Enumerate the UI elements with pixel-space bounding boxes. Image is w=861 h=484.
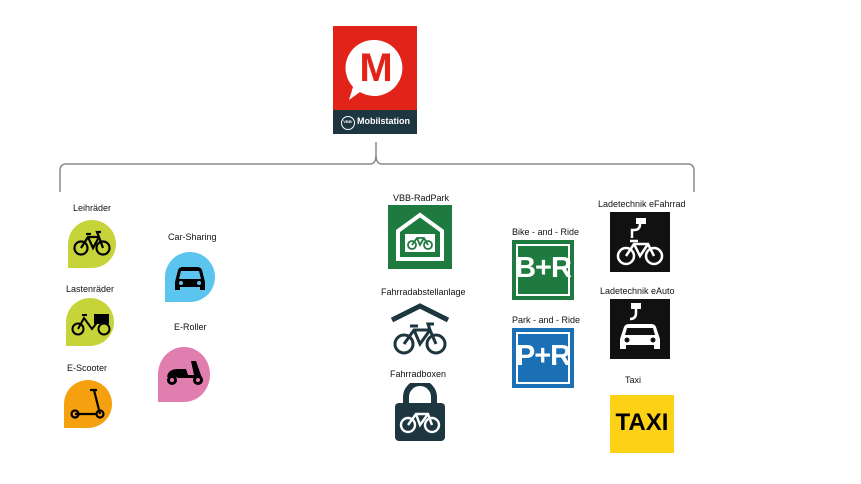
bike-ride-sign-frame <box>516 244 570 296</box>
cargo-bike-icon <box>71 314 111 336</box>
taxi-sign-text: TAXI <box>615 409 669 436</box>
vbb-mark <box>341 116 355 130</box>
park-ride-label: Park - and - Ride <box>512 315 581 325</box>
escooter-badge <box>64 380 112 428</box>
bike-garage-icon <box>388 205 452 269</box>
taxi-label: Taxi <box>625 375 642 385</box>
leihraeder-label: Leihräder <box>73 203 112 213</box>
efahrrad-label: Ladetechnik eFahrrad <box>598 199 686 209</box>
ecar-charging-icon <box>610 299 670 359</box>
bicycle-icon <box>73 230 111 256</box>
moped-icon <box>167 361 203 385</box>
eroller-badge <box>158 347 210 402</box>
bike-ride-sign: B+R <box>512 240 574 300</box>
escooter-label: E-Scooter <box>67 363 108 373</box>
park-ride-sign-text: P+R <box>515 340 571 372</box>
carsharing-badge <box>165 252 215 302</box>
leihraeder-badge <box>68 220 116 268</box>
abstellanlage-label: Fahrradabstellanlage <box>381 287 466 297</box>
eauto-label: Ladetechnik eAuto <box>600 286 675 296</box>
ebike-charging-icon <box>610 212 670 272</box>
car-icon <box>175 267 205 290</box>
speech-bubble-icon <box>345 39 403 100</box>
logo-letter: M <box>359 46 393 90</box>
lastenraeder-label: Lastenräder <box>66 284 115 294</box>
mobilstation-logo: M VBB Mobilstation <box>333 26 417 134</box>
park-ride-sign: P+R <box>512 328 574 388</box>
taxi-sign: TAXI <box>610 395 674 453</box>
bike-ride-label: Bike - and - Ride <box>512 227 580 237</box>
carsharing-label: Car-Sharing <box>168 232 217 242</box>
vbb-radpark-label: VBB-RadPark <box>393 193 450 203</box>
bike-shelter-icon <box>390 303 450 355</box>
bike-ride-sign-text: B+R <box>515 252 572 284</box>
lastenraeder-badge <box>66 298 114 346</box>
vbb-mark-text: VBB <box>343 119 352 124</box>
bike-lock-icon <box>395 383 445 441</box>
kick-scooter-icon <box>70 388 105 419</box>
vbb-radpark-sign <box>388 205 452 269</box>
logo-caption: Mobilstation <box>357 116 410 126</box>
boxen-label: Fahrradboxen <box>390 369 447 379</box>
eroller-label: E-Roller <box>174 322 207 332</box>
park-ride-sign-frame <box>516 332 570 384</box>
